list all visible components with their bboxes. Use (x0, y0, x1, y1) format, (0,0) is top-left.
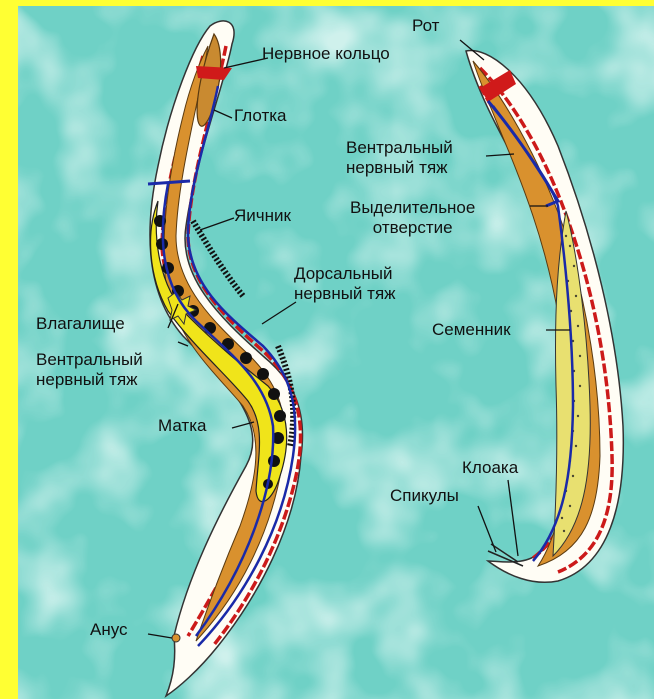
label-nerve-ring: Нервное кольцо (262, 44, 390, 64)
diagram-panel: Нервное кольцо Глотка Яичник Дорсальный … (18, 6, 654, 699)
label-excretory-pore-line2: отверстие (350, 218, 475, 238)
label-ventral-cord-male: Вентральный нервный тяж (346, 138, 453, 178)
label-uterus: Матка (158, 416, 207, 436)
label-ventral-cord-female-line1: Вентральный (36, 350, 143, 370)
label-spicules: Спикулы (390, 486, 459, 506)
label-testis: Семенник (432, 320, 511, 340)
label-dorsal-cord-line1: Дорсальный (294, 264, 396, 284)
label-ventral-cord-male-line1: Вентральный (346, 138, 453, 158)
label-mouth: Рот (412, 16, 439, 36)
label-dorsal-cord: Дорсальный нервный тяж (294, 264, 396, 304)
female-anus (172, 634, 180, 642)
label-pharynx: Глотка (234, 106, 287, 126)
label-ventral-cord-female-line2: нервный тяж (36, 370, 143, 390)
label-ovary: Яичник (234, 206, 291, 226)
label-cloaca: Клоака (462, 458, 518, 478)
label-anus: Анус (90, 620, 128, 640)
label-excretory-pore: Выделительное отверстие (350, 198, 475, 238)
label-ventral-cord-female: Вентральный нервный тяж (36, 350, 143, 390)
label-dorsal-cord-line2: нервный тяж (294, 284, 396, 304)
label-excretory-pore-line1: Выделительное (350, 198, 475, 218)
label-ventral-cord-male-line2: нервный тяж (346, 158, 453, 178)
label-vagina: Влагалище (36, 314, 125, 334)
